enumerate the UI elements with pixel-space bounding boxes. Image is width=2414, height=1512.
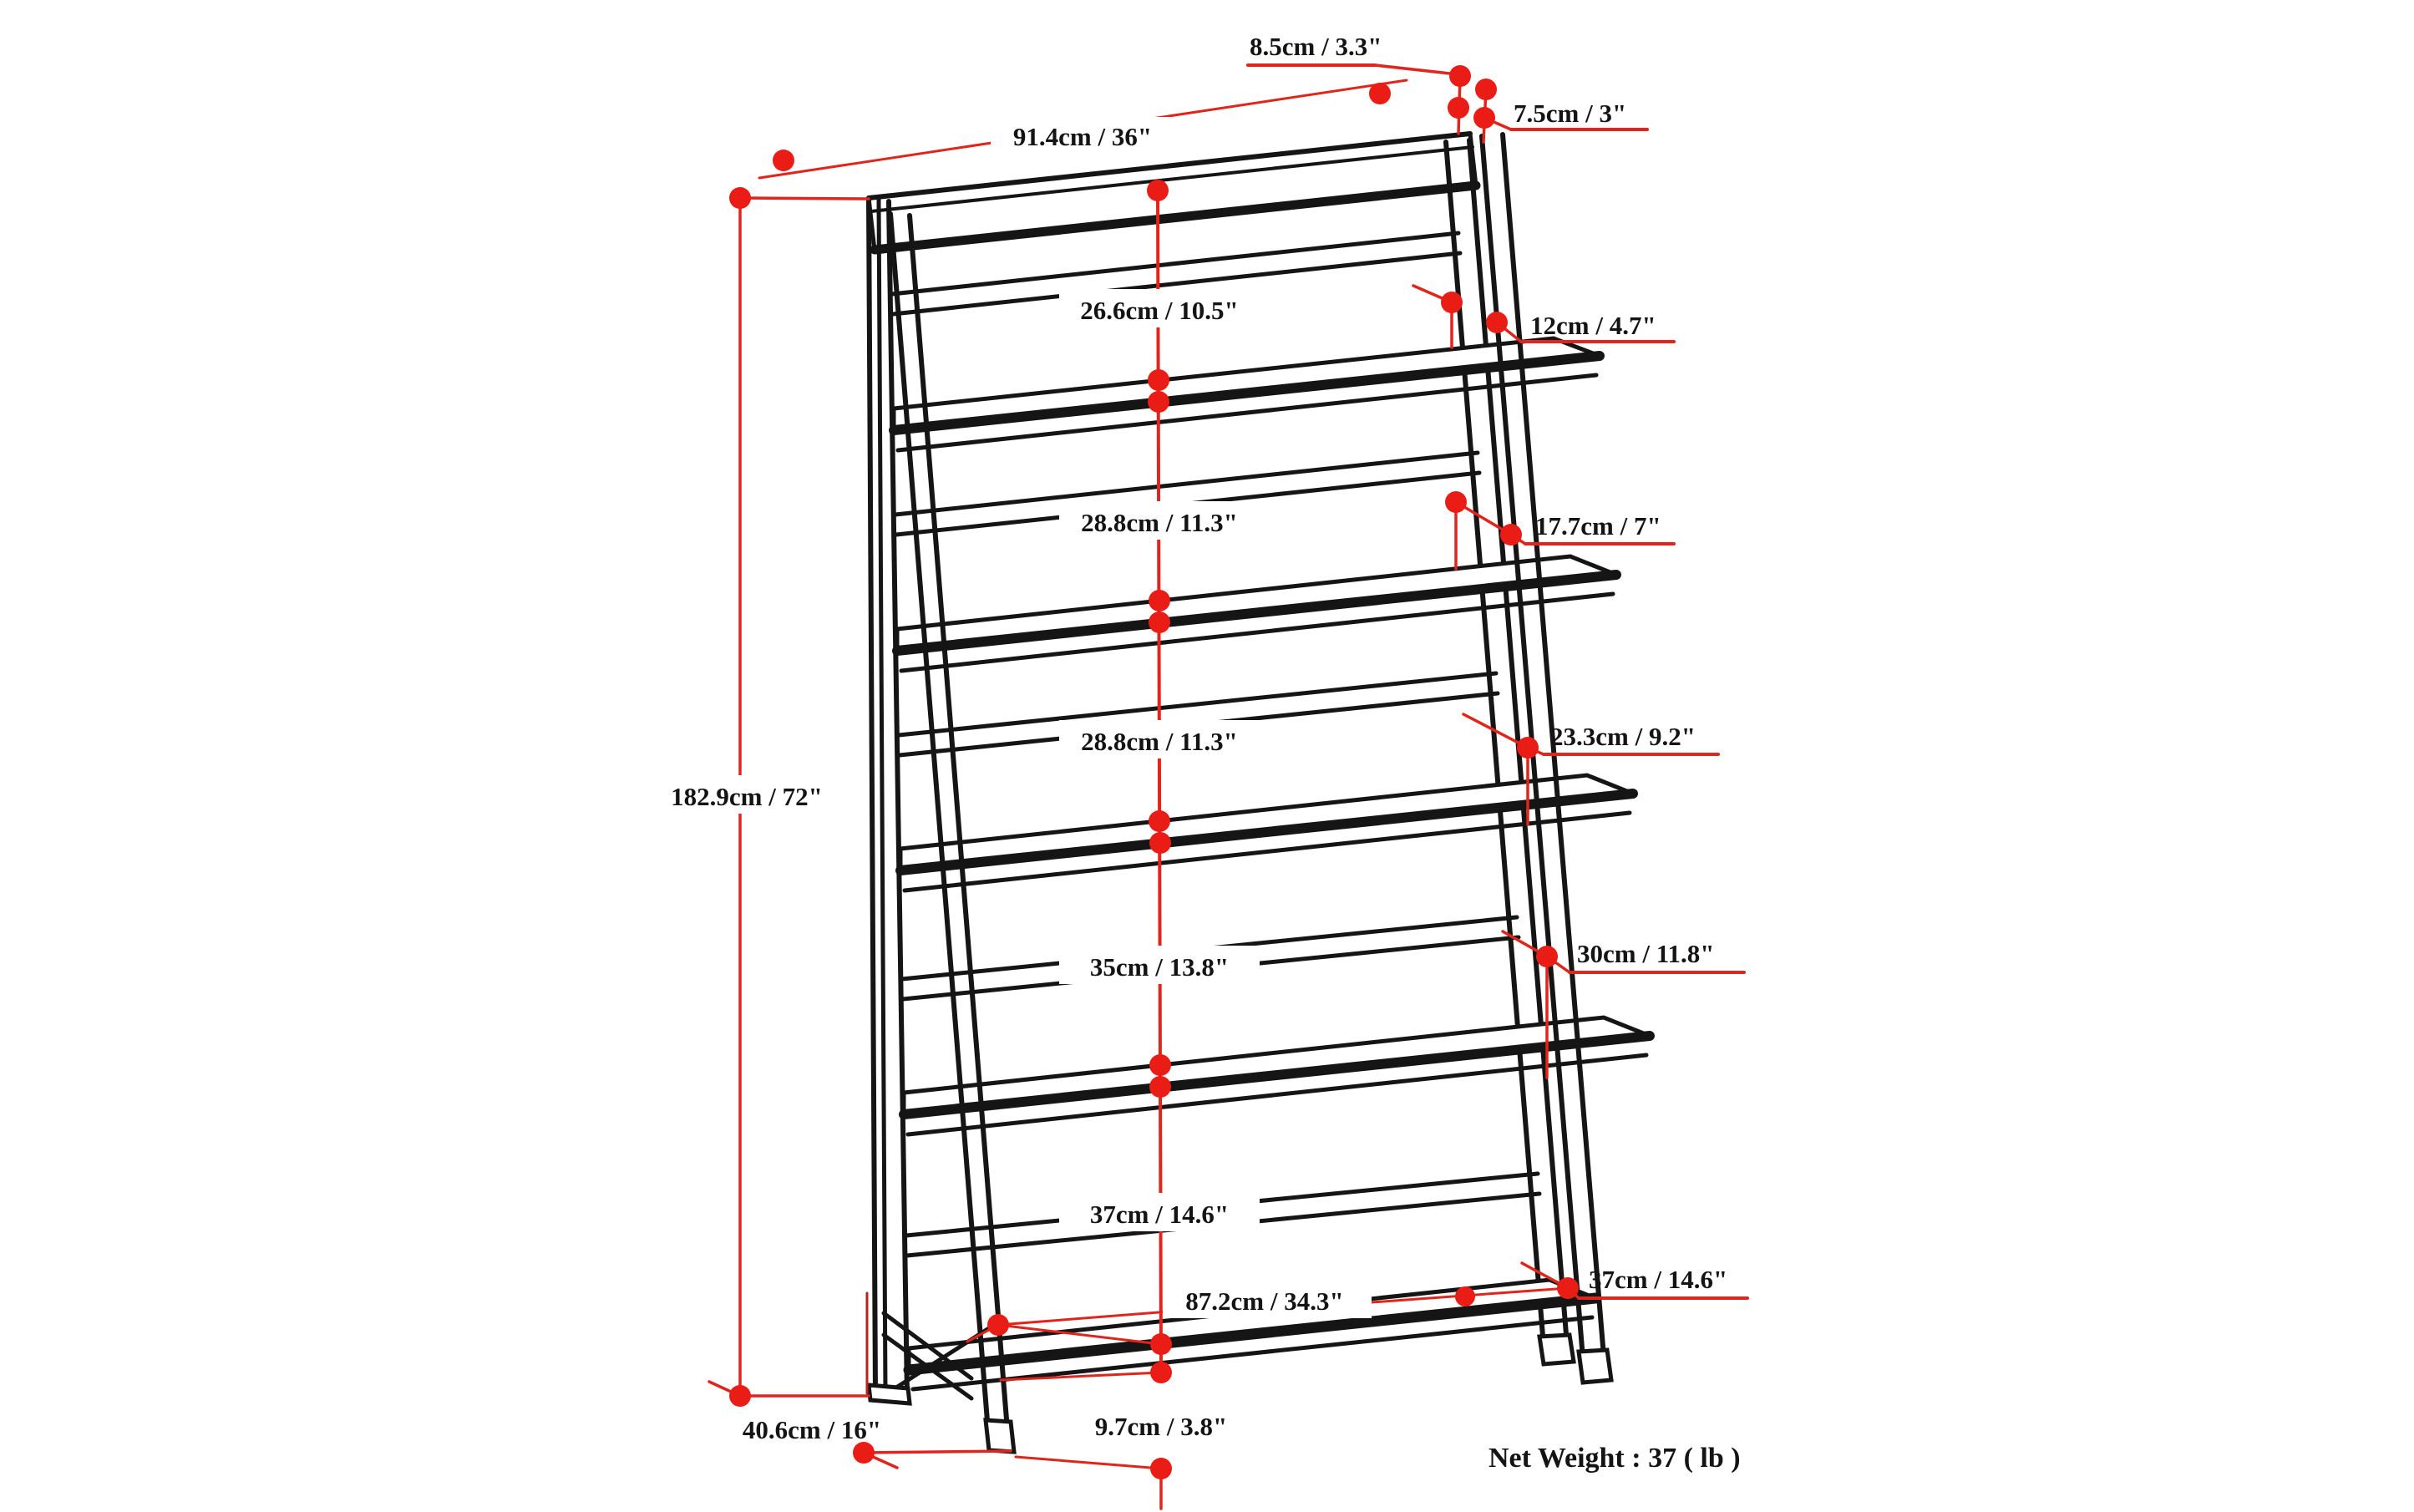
- label-side-overhang: 7.5cm / 3": [1514, 99, 1626, 128]
- shelf-1: [889, 336, 1605, 453]
- back-left-post: [866, 195, 910, 1399]
- label-gap-right-5: 37cm / 14.6": [1589, 1265, 1727, 1294]
- front-left-leg: [888, 211, 1011, 1444]
- dim-base-board-lines: [997, 1323, 1163, 1510]
- label-top-overhang: 8.5cm / 3.3": [1250, 32, 1382, 61]
- label-gap-right-2: 17.7cm / 7": [1535, 511, 1661, 540]
- label-gap-center-2: 28.8cm / 11.3": [1081, 508, 1238, 537]
- dimension-labels: 8.5cm / 3.3" 7.5cm / 3" 91.4cm / 36" 182…: [671, 32, 1740, 1474]
- label-bottom-shelf-width: 87.2cm / 34.3": [1185, 1286, 1343, 1316]
- label-base-depth: 40.6cm / 16": [743, 1415, 881, 1444]
- shelf-2: [892, 554, 1621, 673]
- label-overall-height: 182.9cm / 72": [671, 782, 823, 811]
- label-net-weight: Net Weight : 37 ( lb ): [1488, 1443, 1741, 1474]
- dimension-dots: [729, 65, 1579, 1479]
- dim-base-depth-lines: [862, 1449, 1012, 1469]
- label-backings: [650, 117, 1372, 1447]
- label-gap-center-3: 28.8cm / 11.3": [1081, 727, 1238, 756]
- label-gap-right-4: 30cm / 11.8": [1577, 939, 1714, 968]
- label-overall-width: 91.4cm / 36": [1013, 122, 1152, 151]
- label-gap-right-3: 23.3cm / 9.2": [1550, 722, 1696, 751]
- shelf-5-bottom: [903, 1277, 1601, 1392]
- label-base-board-height: 9.7cm / 3.8": [1095, 1412, 1227, 1441]
- shelf-3: [895, 773, 1638, 893]
- top-rail: [866, 131, 1481, 255]
- label-gap-right-1: 12cm / 4.7": [1530, 311, 1656, 340]
- label-gap-center-5: 37cm / 14.6": [1090, 1200, 1229, 1229]
- label-gap-center-4: 35cm / 13.8": [1090, 952, 1229, 982]
- label-gap-center-1: 26.6cm / 10.5": [1080, 296, 1238, 325]
- shelf-4: [899, 1015, 1655, 1137]
- dim-gap-right-1-lines: [1412, 284, 1676, 349]
- dim-gap-right-3-lines: [1462, 713, 1720, 826]
